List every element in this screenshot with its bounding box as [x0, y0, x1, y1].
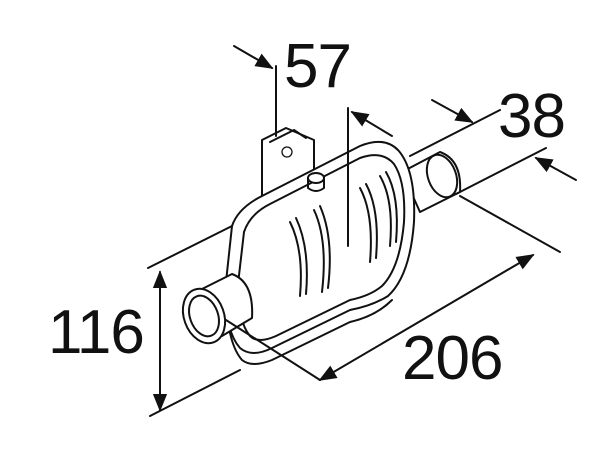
dimension-label-38: 38 — [498, 82, 566, 151]
outlet-pipe — [401, 151, 462, 213]
top-nozzle — [307, 172, 325, 184]
dimension-label-116: 116 — [48, 298, 145, 367]
muffler-body — [224, 140, 416, 365]
dimension-57-lines — [233, 45, 393, 247]
inlet-pipe — [181, 273, 254, 345]
dimension-label-206: 206 — [402, 324, 503, 393]
dimension-38-lines — [409, 99, 577, 195]
dimension-206-lines — [225, 195, 561, 381]
dimension-label-57: 57 — [284, 32, 352, 101]
dimension-116-lines — [147, 225, 241, 417]
